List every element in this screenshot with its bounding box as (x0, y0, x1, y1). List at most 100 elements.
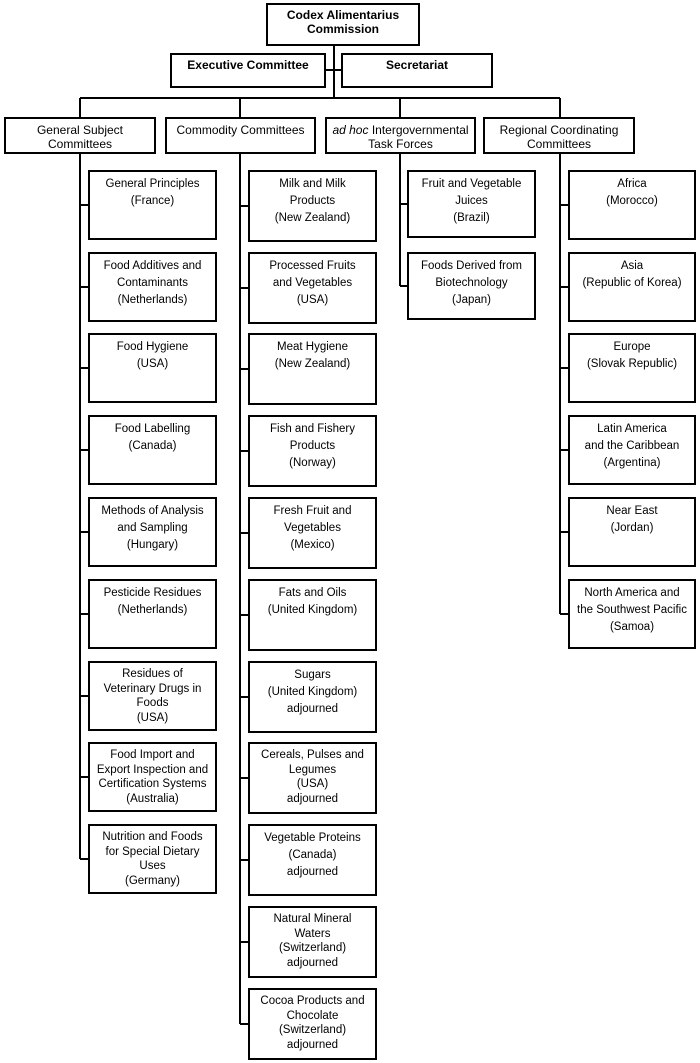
secretariat-box: Secretariat (341, 53, 493, 88)
general-committee-line: Methods of Analysis (101, 505, 204, 517)
regional-header-line-2: Committees (526, 137, 591, 151)
commodity-committee-line: Fish and Fishery (269, 423, 355, 435)
commodity-committee-line: (United Kingdom) (267, 686, 358, 698)
commodity-committee-line: (Switzerland) (278, 1024, 347, 1036)
general-committee-box: Food Labelling (Canada) (88, 415, 217, 485)
commodity-committee-line: Sugars (294, 669, 331, 681)
adhoc-committee-line: Biotechnology (435, 277, 508, 289)
commodity-committee-line: Products (289, 440, 336, 452)
general-committee-box: Methods of Analysis and Sampling (Hungary) (88, 497, 217, 567)
commodity-committee-line: adjourned (286, 703, 339, 715)
general-header-line-2: Committees (47, 137, 112, 151)
general-committee-line: Veterinary Drugs in (103, 682, 202, 695)
commodity-committee-box: Meat Hygiene(New Zealand) (248, 333, 377, 405)
regional-committee-box: Near East(Jordan) (568, 497, 696, 567)
regional-committee-line: (Argentina) (603, 457, 661, 469)
regional-committee-line: and the Caribbean (584, 440, 680, 452)
commodity-committee-line: (United Kingdom) (267, 604, 358, 616)
general-committee-line: Pesticide Residues (103, 587, 202, 599)
secretariat-label: Secretariat (385, 58, 449, 72)
commodity-committee-line: adjourned (286, 956, 339, 969)
regional-committee-box: Asia (Republic of Korea) (568, 252, 696, 322)
regional-header-line-1: Regional Coordinating (499, 123, 619, 137)
general-committee-line: (USA) (136, 711, 169, 724)
general-committee-line: for Special Dietary (105, 845, 200, 858)
regional-committee-line: Asia (620, 260, 644, 272)
regional-committee-line: North America and (584, 587, 680, 599)
regional-committee-line: (Republic of Korea) (582, 277, 682, 289)
general-subject-committees-header: General Subject Committees (4, 117, 156, 154)
commodity-committees-header: Commodity Committees (165, 117, 316, 154)
adhoc-italic-text: ad hoc (332, 123, 369, 137)
general-committee-line: (Australia) (126, 792, 179, 805)
commodity-committee-line: Waters (294, 927, 331, 940)
general-committee-line: Foods (136, 697, 169, 709)
commodity-committee-line: (Switzerland) (278, 942, 347, 954)
regional-committee-line: Near East (606, 505, 658, 517)
regional-coordinating-committees-header: Regional Coordinating Committees (483, 117, 635, 154)
adhoc-committee-line: Juices (455, 195, 488, 207)
commodity-committee-line: Natural Mineral (273, 913, 352, 925)
regional-committee-line: (Morocco) (606, 195, 658, 207)
commodity-header-line-1: Commodity Committees (176, 123, 305, 137)
commodity-committee-line: Vegetable Proteins (264, 832, 361, 844)
regional-committee-line: (Samoa) (609, 621, 655, 633)
adhoc-committee-line: Foods Derived from (421, 260, 522, 272)
commodity-committee-line: Chocolate (286, 1009, 339, 1022)
commodity-committee-box: Vegetable Proteins(Canada)adjourned (248, 824, 377, 896)
general-committee-box: Residues of Veterinary Drugs in Foods (USA) (88, 661, 217, 731)
general-committee-line: (Canada) (128, 440, 177, 452)
commodity-committee-line: (Mexico) (290, 539, 335, 551)
general-committee-line: General Principles (105, 178, 200, 190)
commodity-committee-line: (Canada) (288, 849, 337, 861)
commodity-committee-line: (New Zealand) (274, 358, 351, 370)
general-header-line-1: General Subject (36, 123, 124, 137)
commodity-committee-box: Fats and Oils(United Kingdom) (248, 579, 377, 651)
codex-commission-line-2: Commission (306, 22, 379, 36)
general-committee-line: (Germany) (125, 874, 180, 887)
general-committee-line: (Netherlands) (117, 604, 188, 616)
commodity-committee-line: adjourned (286, 792, 339, 805)
general-committee-line: Residues of (122, 668, 183, 680)
regional-committee-box: Europe(Slovak Republic) (568, 333, 696, 403)
general-committee-line: and Sampling (117, 522, 188, 534)
codex-commission-line-1: Codex Alimentarius (286, 8, 400, 22)
adhoc-committee-line: Fruit and Vegetable (421, 178, 522, 190)
adhoc-committee-line: (Brazil) (453, 212, 490, 224)
commodity-committee-line: Products (289, 195, 336, 207)
commodity-committee-line: (USA) (296, 294, 329, 306)
commodity-committee-line: (New Zealand) (274, 212, 351, 224)
adhoc-header-line-2: Task Forces (368, 137, 433, 151)
general-committee-line: (USA) (136, 358, 169, 370)
commodity-committee-box: Sugars (United Kingdom) adjourned (248, 661, 377, 733)
codex-commission-box: Codex Alimentarius Commission (266, 3, 420, 46)
commodity-committee-line: (USA) (296, 778, 329, 790)
adhoc-task-forces-header: ad hoc Intergovernmental Task Forces (325, 117, 476, 154)
general-committee-line: Uses (139, 860, 166, 872)
general-committee-line: Nutrition and Foods (102, 831, 203, 843)
regional-committee-box: Africa(Morocco) (568, 170, 696, 240)
regional-committee-line: the Southwest Pacific (577, 604, 687, 616)
general-committee-box: Pesticide Residues (Netherlands) (88, 579, 217, 649)
general-committee-line: Food Hygiene (116, 341, 189, 353)
adhoc-header-rest: Intergovernmental (368, 123, 469, 137)
general-committee-line: Contaminants (117, 277, 188, 289)
general-committee-line: Food Labelling (114, 423, 191, 435)
general-committee-line: (France) (130, 195, 175, 207)
executive-committee-box: Executive Committee (170, 53, 326, 88)
regional-committee-line: (Slovak Republic) (586, 358, 678, 370)
general-committee-line: (Hungary) (126, 539, 179, 551)
